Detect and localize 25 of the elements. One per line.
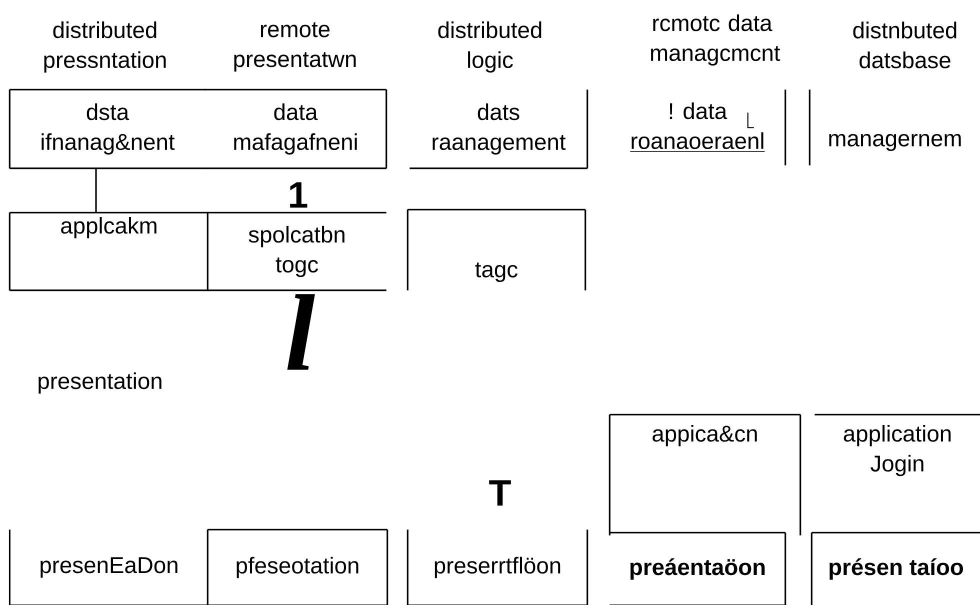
process-box: application Jogin	[814, 414, 980, 476]
process-box: managernem	[808, 90, 961, 166]
process-box: tagc	[406, 208, 586, 292]
process-box: dsta ifnanag&nent	[8, 88, 206, 170]
process-box: spolcatbn togc	[206, 212, 388, 292]
marker-glyph: l	[287, 294, 315, 370]
column-heading: distnbuted datsbase	[853, 22, 956, 68]
process-box: preáentaöon	[608, 532, 786, 605]
process-box: data mafagafneni	[204, 88, 388, 170]
process-box: preserrtflöon	[406, 528, 588, 605]
process-box: ! data roanaoeraenl	[630, 90, 786, 166]
process-box: pfeseotation	[206, 528, 388, 605]
marker-glyph: 1	[290, 182, 308, 208]
connector-line	[95, 168, 97, 213]
process-box: présen taíoo	[810, 532, 980, 605]
process-box: dats raanagement	[408, 88, 588, 170]
process-box: presenEaDon	[8, 528, 210, 605]
process-box: applcakm	[8, 212, 210, 292]
column-heading: distributed pressntation	[44, 21, 166, 73]
marker-glyph: T	[489, 480, 511, 506]
column-heading: remote presentatwn	[234, 22, 356, 72]
column-heading: distributed logic	[438, 21, 542, 73]
row-label: presentation	[38, 372, 162, 394]
process-box: appica&cn	[608, 414, 802, 536]
column-heading: rcmotc data managcmcnt	[651, 14, 780, 66]
